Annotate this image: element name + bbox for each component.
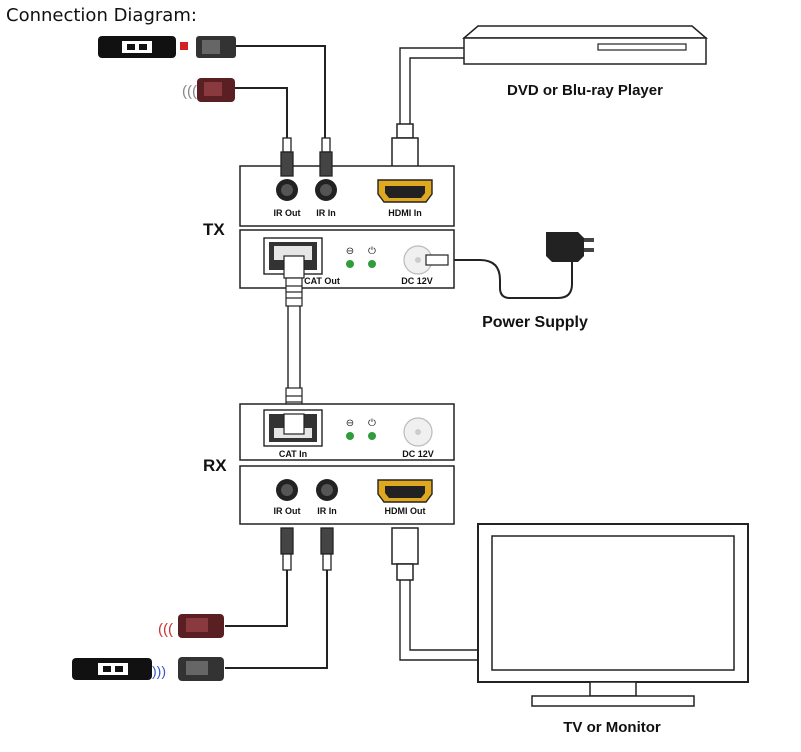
cat-cable (287, 305, 301, 390)
tx-power-led (368, 260, 376, 268)
tx-ir-out-label: IR Out (274, 208, 301, 218)
diagram-heading: Connection Diagram: (6, 5, 197, 26)
ir-signal-icon-red: ((( (158, 621, 173, 638)
tv-label: TV or Monitor (563, 719, 661, 736)
rx-power-led (368, 432, 376, 440)
rx-cat-in-label: CAT In (279, 449, 307, 459)
power-cable (447, 259, 573, 299)
rx-dc-label: DC 12V (402, 449, 434, 459)
tv-screen (491, 535, 735, 671)
tv-stand (531, 695, 695, 707)
tx-label: TX (203, 220, 225, 239)
rx-power-icon: ⏻ (368, 418, 376, 429)
rx-top-panel: ⊖ ⏻ (239, 403, 455, 461)
tx-top-panel (239, 165, 455, 227)
rx-ir-plugs (280, 527, 334, 571)
rx-bottom-panel (239, 465, 455, 525)
tx-ir-in-cable (235, 45, 326, 152)
ir-signal-icon: ((( (182, 83, 197, 100)
disc-tray (597, 43, 687, 51)
tx-cat-out-label: CAT Out (304, 276, 340, 286)
ir-signal-icon-blue: ))) (152, 663, 166, 679)
rj45-plug-tx (283, 255, 305, 307)
rx-ir-in-label: IR In (317, 506, 337, 516)
ir-led-red (180, 42, 188, 50)
tx-dc-label: DC 12V (401, 276, 433, 286)
tx-ir-out-cable (235, 87, 288, 152)
tx-dc-plug (425, 254, 449, 266)
rx-label: RX (203, 456, 227, 475)
cables (225, 45, 573, 669)
hdmi-cable-dvd (399, 47, 470, 126)
rx-ir-out-cable (225, 570, 288, 627)
ir-blaster-bottom: ))) (72, 657, 224, 681)
hdmi-cable-tv (399, 580, 478, 661)
dvd-label: DVD or Blu-ray Player (507, 82, 663, 99)
tx-power-icon: ⏻ (368, 246, 376, 257)
rx-ir-in-cable (225, 570, 328, 669)
ir-receiver-bottom: ((( (158, 614, 224, 638)
tx-hdmi-in-label: HDMI In (388, 208, 422, 218)
tv-monitor (477, 523, 749, 707)
rx-link-icon: ⊖ (346, 418, 354, 429)
dvd-player (461, 25, 709, 65)
ir-receiver-top: ((( (182, 78, 235, 102)
hdmi-plug-rx (391, 527, 419, 581)
rx-hdmi-out-label: HDMI Out (385, 506, 426, 516)
tx-ir-plugs (280, 137, 333, 177)
rx-ir-out-label: IR Out (274, 506, 301, 516)
ir-extender-top (98, 36, 236, 58)
tx-link-led (346, 260, 354, 268)
power-supply-label: Power Supply (482, 314, 588, 331)
tx-link-icon: ⊖ (346, 246, 354, 257)
rx-link-led (346, 432, 354, 440)
tx-ir-in-label: IR In (316, 208, 336, 218)
power-adapter (546, 232, 594, 262)
